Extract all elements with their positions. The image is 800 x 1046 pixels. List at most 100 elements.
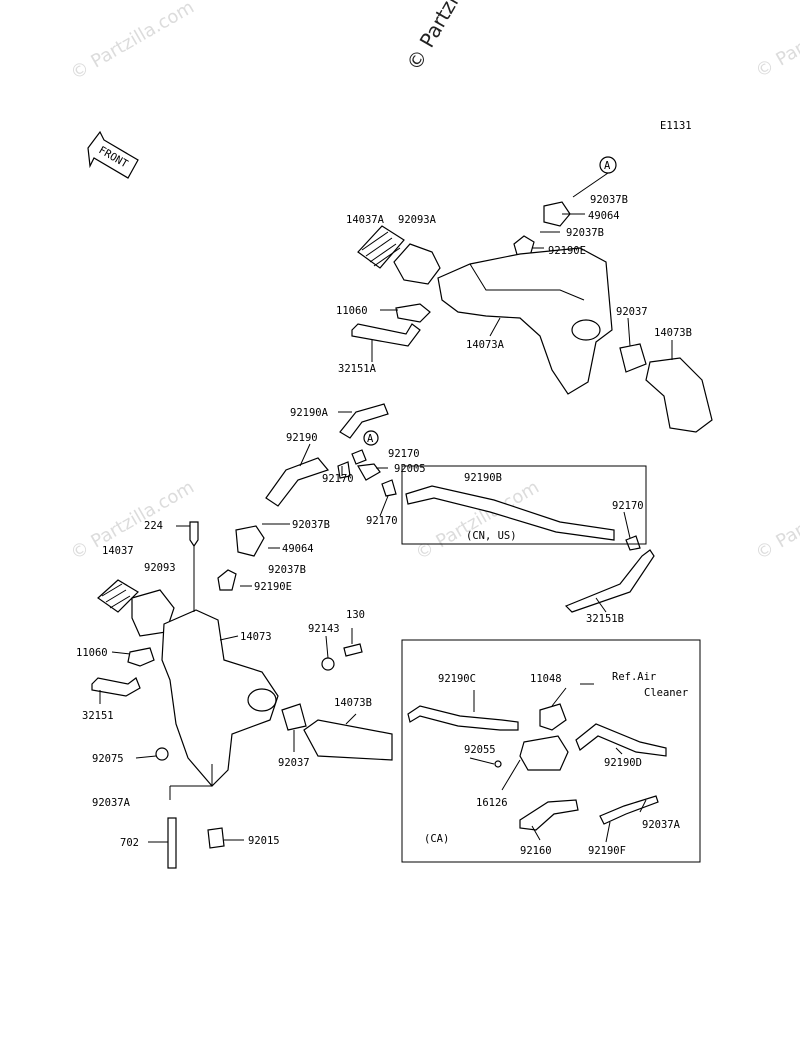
label-92190C: 92190C: [438, 673, 476, 685]
label-92170-1: 92170: [388, 448, 420, 460]
label-14073B-2: 14073B: [334, 697, 372, 709]
part-92143-collar: [321, 657, 335, 671]
part-92037-clamp-top: [619, 343, 647, 373]
label-224: 224: [144, 520, 163, 532]
part-32151B-pipe: [564, 549, 655, 613]
part-14073-housing: [161, 609, 279, 787]
part-valve-body: [519, 735, 569, 771]
part-11048-bracket: [539, 703, 567, 731]
label-32151: 32151: [82, 710, 114, 722]
part-92190B-hose: [405, 485, 615, 541]
part-92190D-hose: [575, 723, 667, 757]
label-92190E-1: 92190E: [548, 245, 586, 257]
part-11060-bracket-bottom: [127, 647, 155, 667]
ca-inset-frame: [401, 639, 701, 863]
label-92037B-3: 92037B: [292, 519, 330, 531]
callout-a-circle-2: [363, 430, 379, 446]
part-92005-fitting: [357, 463, 381, 481]
label-92170-3: 92170: [366, 515, 398, 527]
label-cn-us: (CN, US): [466, 530, 517, 542]
part-49064-grommet: [543, 201, 571, 227]
watermark-right-top: © Partzilla.com: [752, 0, 800, 82]
part-92190-hose: [265, 457, 330, 507]
diagram-code: E1131: [660, 120, 692, 132]
part-92093A-seal: [393, 243, 441, 285]
part-14037A-element: [357, 225, 405, 269]
label-92190E-2: 92190E: [254, 581, 292, 593]
label-ref-air: Ref.Air: [612, 671, 656, 683]
label-32151B: 32151B: [586, 613, 624, 625]
part-11060-bracket-top: [395, 303, 431, 323]
part-14073A-housing: [437, 247, 613, 395]
label-cleaner: Cleaner: [644, 687, 688, 699]
label-130: 130: [346, 609, 365, 621]
label-49064-2: 49064: [282, 543, 314, 555]
label-92170-2: 92170: [322, 473, 354, 485]
label-14073B-1: 14073B: [654, 327, 692, 339]
part-702-tube: [167, 817, 177, 869]
label-92037A-2: 92037A: [642, 819, 681, 831]
callout-a-top: A: [604, 160, 611, 172]
watermark-mid-right: © Partzilla.com: [752, 477, 800, 565]
part-130-bolt: [343, 643, 363, 657]
part-92075-plug: [155, 747, 169, 761]
label-92015: 92015: [248, 835, 280, 847]
label-49064-1: 49064: [588, 210, 620, 222]
label-14037: 14037: [102, 545, 134, 557]
part-92015-clip: [207, 827, 225, 849]
part-92037-clamp-bottom: [281, 703, 307, 731]
label-92190D: 92190D: [604, 757, 642, 769]
part-92170-clip-4: [625, 535, 641, 551]
leader-lines: [99, 213, 673, 843]
label-92037B-4: 92037B: [268, 564, 306, 576]
front-arrow-icon: FRONT: [87, 130, 139, 179]
label-32151A: 32151A: [338, 363, 377, 375]
part-92190C-hose: [407, 705, 519, 731]
part-224-bolt: [189, 521, 199, 548]
cn-us-frame: [401, 465, 647, 545]
part-92170-clip-2: [337, 461, 351, 479]
label-11060-1: 11060: [336, 305, 368, 317]
watermark-left-top: © Partzilla.com: [67, 0, 198, 84]
label-92160: 92160: [520, 845, 552, 857]
part-92190E-hose-2: [217, 569, 237, 591]
label-11060-2: 11060: [76, 647, 108, 659]
label-92093A: 92093A: [398, 214, 437, 226]
part-32151-pipe: [91, 677, 141, 697]
part-92160-bracket: [519, 799, 579, 831]
part-14073B-duct-top: [645, 357, 713, 433]
label-92037B-1: 92037B: [590, 194, 628, 206]
callout-a-mid: A: [367, 433, 374, 445]
label-92190F: 92190F: [588, 845, 626, 857]
watermark-top: © Partzilla.com: [402, 0, 500, 75]
label-92170-4: 92170: [612, 500, 644, 512]
part-92190F-hose: [599, 795, 659, 825]
part-92170-clip-3: [381, 479, 397, 497]
label-92093: 92093: [144, 562, 176, 574]
label-92037-2: 92037: [278, 757, 310, 769]
label-14073: 14073: [240, 631, 272, 643]
label-92005: 92005: [394, 463, 426, 475]
part-32151A-pipe: [351, 323, 421, 347]
label-ca: (CA): [424, 833, 449, 845]
label-11048: 11048: [530, 673, 562, 685]
label-702: 702: [120, 837, 139, 849]
label-14073A: 14073A: [466, 339, 505, 351]
part-92055-ring: [494, 760, 502, 768]
part-49064-grommet-2: [235, 525, 265, 557]
label-92190A: 92190A: [290, 407, 329, 419]
label-92143: 92143: [308, 623, 340, 635]
label-92055: 92055: [464, 744, 496, 756]
part-14073B-duct-bottom: [303, 719, 393, 761]
part-92170-clip-1: [351, 449, 367, 465]
label-92037-1: 92037: [616, 306, 648, 318]
label-92037B-2: 92037B: [566, 227, 604, 239]
part-92190A-hose: [339, 403, 389, 439]
label-16126: 16126: [476, 797, 508, 809]
label-92075: 92075: [92, 753, 124, 765]
label-92037A-1: 92037A: [92, 797, 131, 809]
label-92190B: 92190B: [464, 472, 502, 484]
label-92190: 92190: [286, 432, 318, 444]
label-14037A: 14037A: [346, 214, 385, 226]
